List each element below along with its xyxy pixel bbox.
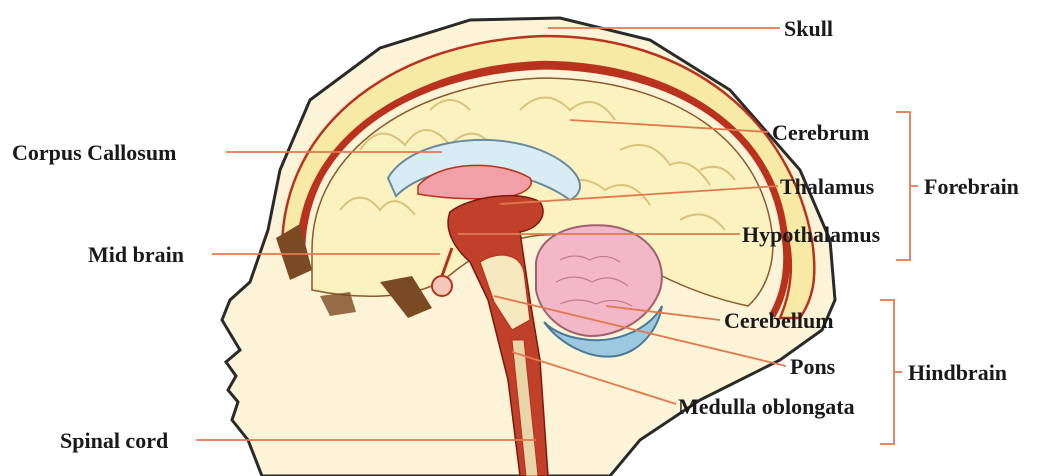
label-cerebellum: Cerebellum [724,308,834,333]
hindbrain-brace [880,300,902,444]
label-mid-brain: Mid brain [88,242,184,267]
label-hindbrain: Hindbrain [908,360,1007,385]
pituitary [432,276,452,296]
label-corpus-callosum: Corpus Callosum [12,140,176,165]
forebrain-brace [896,112,918,260]
label-skull: Skull [784,16,833,41]
label-thalamus: Thalamus [780,174,875,199]
label-pons: Pons [790,354,836,379]
label-spinal-cord: Spinal cord [60,428,168,453]
label-hypothalamus: Hypothalamus [742,222,881,247]
label-forebrain: Forebrain [924,174,1019,199]
label-cerebrum: Cerebrum [772,120,869,145]
label-medulla: Medulla oblongata [678,394,855,419]
